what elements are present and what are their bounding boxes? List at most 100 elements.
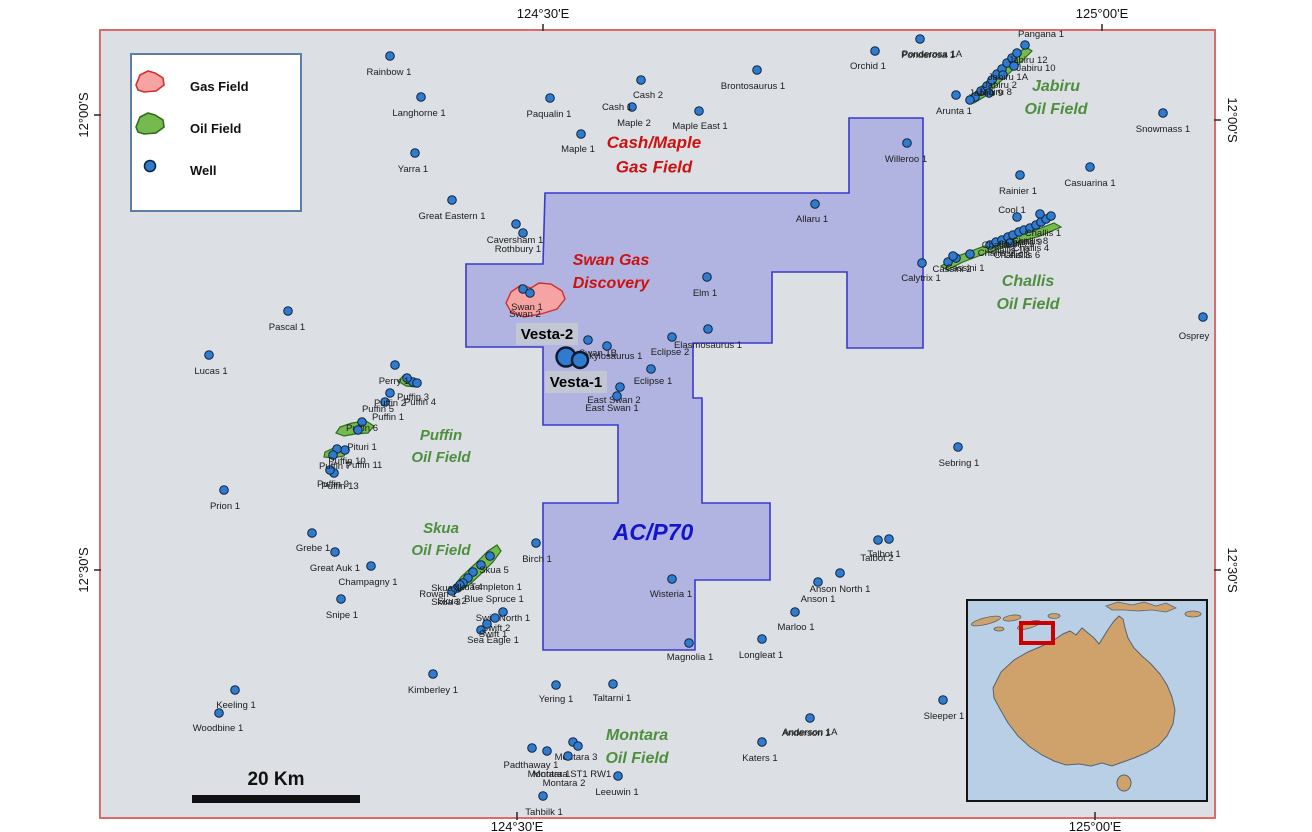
well-dot[interactable] — [542, 746, 552, 756]
well-dot[interactable] — [627, 102, 637, 112]
well-dot[interactable] — [204, 350, 214, 360]
well-dot[interactable] — [390, 360, 400, 370]
well-dot[interactable] — [518, 228, 528, 238]
well-dot[interactable] — [490, 613, 500, 623]
well-dot[interactable] — [805, 713, 815, 723]
well-dot[interactable] — [835, 568, 845, 578]
well-dot[interactable] — [752, 65, 762, 75]
well-dot[interactable] — [1009, 61, 1019, 71]
well-dot[interactable] — [412, 378, 422, 388]
well-dot[interactable] — [998, 70, 1008, 80]
well-dot[interactable] — [545, 93, 555, 103]
well-dot[interactable] — [1020, 40, 1030, 50]
well-dot[interactable] — [646, 364, 656, 374]
well-dot[interactable] — [915, 34, 925, 44]
well-dot[interactable] — [1198, 312, 1208, 322]
well-dot[interactable] — [790, 607, 800, 617]
well-dot[interactable] — [328, 450, 338, 460]
well-dot[interactable] — [219, 485, 229, 495]
well-dot[interactable] — [214, 708, 224, 718]
well-dot[interactable] — [498, 607, 508, 617]
well-dot[interactable] — [667, 574, 677, 584]
inset-study-area-rect — [1019, 621, 1055, 645]
well-dot[interactable] — [984, 88, 994, 98]
well-dot[interactable] — [1012, 48, 1022, 58]
well-dot[interactable] — [336, 594, 346, 604]
well-dot[interactable] — [757, 737, 767, 747]
well-dot[interactable] — [538, 791, 548, 801]
well-dot[interactable] — [938, 695, 948, 705]
well-dot[interactable] — [551, 680, 561, 690]
well-dot[interactable] — [485, 551, 495, 561]
well-dot[interactable] — [602, 341, 612, 351]
well-dot[interactable] — [385, 51, 395, 61]
well-dot[interactable] — [482, 619, 492, 629]
well-dot[interactable] — [402, 373, 412, 383]
well-dot[interactable] — [702, 272, 712, 282]
well-dot[interactable] — [1158, 108, 1168, 118]
well-dot[interactable] — [325, 465, 335, 475]
well-dot[interactable] — [573, 741, 583, 751]
well-dot[interactable] — [330, 547, 340, 557]
well-dot[interactable] — [948, 251, 958, 261]
well-dot[interactable] — [1005, 238, 1015, 248]
well-dot[interactable] — [1046, 211, 1056, 221]
well-dot[interactable] — [563, 751, 573, 761]
well-dot[interactable] — [576, 129, 586, 139]
well-dot[interactable] — [902, 138, 912, 148]
well-dot[interactable] — [447, 586, 457, 596]
well-dot[interactable] — [917, 258, 927, 268]
well-dot[interactable] — [410, 148, 420, 158]
well-dot[interactable] — [476, 625, 486, 635]
well-dot[interactable] — [380, 397, 390, 407]
well-dot[interactable] — [416, 92, 426, 102]
well-dot[interactable] — [810, 199, 820, 209]
well-dot[interactable] — [965, 95, 975, 105]
well-label: Puffin 10 — [328, 456, 365, 467]
well-dot[interactable] — [357, 417, 367, 427]
permit-polygon-acp70[interactable] — [465, 117, 924, 651]
well-dot[interactable] — [385, 388, 395, 398]
well-dot[interactable] — [694, 106, 704, 116]
highlight-well-dot[interactable] — [570, 350, 590, 370]
well-dot[interactable] — [813, 577, 823, 587]
well-dot[interactable] — [525, 288, 535, 298]
well-dot[interactable] — [531, 538, 541, 548]
well-dot[interactable] — [476, 560, 486, 570]
well-dot[interactable] — [884, 534, 894, 544]
well-label: Caversham 1 — [487, 235, 544, 246]
well-dot[interactable] — [1015, 170, 1025, 180]
well-dot[interactable] — [965, 249, 975, 259]
well-dot[interactable] — [511, 219, 521, 229]
well-dot[interactable] — [527, 743, 537, 753]
well-dot[interactable] — [951, 90, 961, 100]
well-dot[interactable] — [608, 679, 618, 689]
well-dot[interactable] — [455, 580, 465, 590]
well-dot[interactable] — [447, 195, 457, 205]
well-dot[interactable] — [873, 535, 883, 545]
well-dot[interactable] — [684, 638, 694, 648]
well-dot[interactable] — [283, 306, 293, 316]
well-dot[interactable] — [1012, 212, 1022, 222]
well-label: Snowmass 1 — [1136, 124, 1190, 135]
well-dot[interactable] — [703, 324, 713, 334]
well-dot[interactable] — [615, 382, 625, 392]
well-dot[interactable] — [307, 528, 317, 538]
well-dot[interactable] — [757, 634, 767, 644]
well-dot[interactable] — [667, 332, 677, 342]
well-dot[interactable] — [870, 46, 880, 56]
well-dot[interactable] — [1035, 209, 1045, 219]
well-dot[interactable] — [518, 284, 528, 294]
well-dot[interactable] — [612, 391, 622, 401]
well-dot[interactable] — [230, 685, 240, 695]
well-dot[interactable] — [613, 771, 623, 781]
well-dot[interactable] — [353, 425, 363, 435]
well-dot[interactable] — [636, 75, 646, 85]
well-label: Skua 3 — [431, 597, 461, 608]
well-dot[interactable] — [583, 335, 593, 345]
well-dot[interactable] — [428, 669, 438, 679]
well-dot[interactable] — [953, 442, 963, 452]
well-label: Eclipse 2 — [651, 347, 690, 358]
well-dot[interactable] — [1085, 162, 1095, 172]
well-dot[interactable] — [366, 561, 376, 571]
